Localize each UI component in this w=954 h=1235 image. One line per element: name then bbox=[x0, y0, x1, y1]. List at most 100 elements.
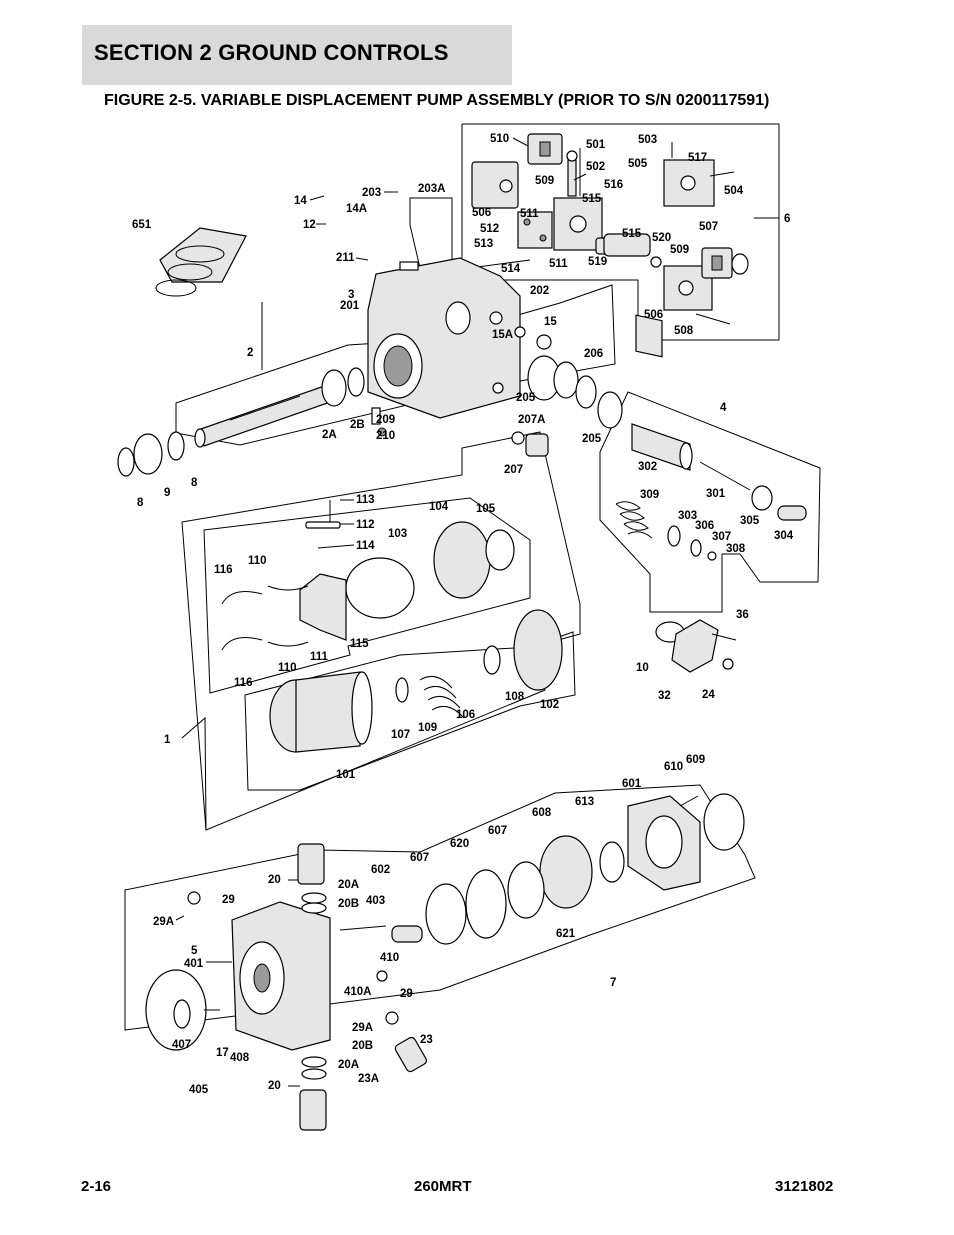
callout: 405 bbox=[189, 1084, 209, 1096]
callout: 103 bbox=[388, 528, 407, 540]
callout: 202 bbox=[530, 285, 549, 297]
callout: 20A bbox=[338, 879, 359, 891]
footer-page-number: 2-16 bbox=[81, 1178, 112, 1195]
callout: 116 bbox=[214, 564, 233, 576]
callout: 307 bbox=[712, 531, 731, 543]
callout: 410A bbox=[344, 986, 372, 998]
callout: 205 bbox=[582, 433, 602, 445]
seal-kit-651 bbox=[155, 227, 247, 297]
callout: 102 bbox=[540, 699, 559, 711]
callout: 10 bbox=[636, 662, 649, 674]
main-housing-201 bbox=[367, 257, 521, 419]
callout: 504 bbox=[724, 185, 744, 197]
footer-model: 260MRT bbox=[414, 1178, 472, 1195]
callout: 305 bbox=[740, 515, 760, 527]
callout: 105 bbox=[476, 503, 496, 515]
callout: 2A bbox=[322, 429, 337, 441]
callout: 410 bbox=[380, 952, 399, 964]
callout: 23A bbox=[358, 1073, 379, 1085]
callout: 519 bbox=[588, 256, 607, 268]
callout: 610 bbox=[664, 761, 683, 773]
callout: 511 bbox=[549, 258, 568, 270]
section-header-bar bbox=[82, 25, 512, 85]
callout: 508 bbox=[674, 325, 694, 337]
drive-shaft-2 bbox=[117, 367, 365, 477]
callout: 104 bbox=[429, 501, 449, 513]
callout: 205 bbox=[516, 392, 536, 404]
rotating-group-1 bbox=[221, 500, 563, 753]
callout: 207A bbox=[518, 414, 546, 426]
callout: 512 bbox=[480, 223, 499, 235]
callout: 110 bbox=[278, 662, 297, 674]
callout: 14A bbox=[346, 203, 367, 215]
callout: 201 bbox=[340, 300, 360, 312]
callout: 2 bbox=[247, 347, 253, 359]
callout: 308 bbox=[726, 543, 746, 555]
front-housing-401 bbox=[145, 843, 428, 1131]
callout: 510 bbox=[490, 133, 509, 145]
callout: 116 bbox=[234, 677, 253, 689]
callout: 302 bbox=[638, 461, 657, 473]
callout: 511 bbox=[520, 208, 539, 220]
callout: 206 bbox=[584, 348, 603, 360]
callout: 403 bbox=[366, 895, 385, 907]
callout: 609 bbox=[686, 754, 705, 766]
callout: 651 bbox=[132, 219, 152, 231]
callout: 20 bbox=[268, 1080, 281, 1092]
callout: 509 bbox=[670, 244, 689, 256]
callout: 113 bbox=[356, 494, 375, 506]
callout: 12 bbox=[303, 219, 316, 231]
callout: 306 bbox=[695, 520, 714, 532]
callout: 507 bbox=[699, 221, 718, 233]
callout: 303 bbox=[678, 510, 697, 522]
callout: 101 bbox=[336, 769, 356, 781]
callout: 29A bbox=[352, 1022, 373, 1034]
callout: 309 bbox=[640, 489, 659, 501]
callout: 506 bbox=[472, 207, 491, 219]
callout: 621 bbox=[556, 928, 576, 940]
callout: 211 bbox=[336, 252, 355, 264]
callout: 620 bbox=[450, 838, 469, 850]
callout: 505 bbox=[628, 158, 648, 170]
callout: 502 bbox=[586, 161, 605, 173]
callout: 112 bbox=[356, 519, 375, 531]
callout: 401 bbox=[184, 958, 204, 970]
callout: 203A bbox=[418, 183, 446, 195]
callout: 608 bbox=[532, 807, 552, 819]
callout: 613 bbox=[575, 796, 594, 808]
callout: 501 bbox=[586, 139, 606, 151]
rear-cover-group-600 bbox=[339, 793, 745, 945]
footer-manual-number: 3121802 bbox=[775, 1178, 834, 1195]
callout: 114 bbox=[356, 540, 375, 552]
callout: 109 bbox=[418, 722, 437, 734]
callout: 108 bbox=[505, 691, 525, 703]
callout: 602 bbox=[371, 864, 390, 876]
callout: 1 bbox=[164, 734, 171, 746]
callout: 513 bbox=[474, 238, 493, 250]
callout: 29A bbox=[153, 916, 174, 928]
callout: 32 bbox=[658, 690, 671, 702]
callout: 15A bbox=[492, 329, 513, 341]
callout: 107 bbox=[391, 729, 410, 741]
callout: 509 bbox=[535, 175, 554, 187]
callout: 23 bbox=[420, 1034, 433, 1046]
callout: 8 bbox=[191, 477, 198, 489]
adapter-group-205 bbox=[371, 326, 623, 457]
callout: 14 bbox=[294, 195, 307, 207]
callout: 29 bbox=[222, 894, 235, 906]
end-cover-32 bbox=[655, 619, 737, 673]
callout: 520 bbox=[652, 232, 671, 244]
callout: 110 bbox=[248, 555, 267, 567]
callout: 516 bbox=[604, 179, 623, 191]
callout: 515 bbox=[622, 228, 642, 240]
section-title: SECTION 2 GROUND CONTROLS bbox=[94, 40, 449, 65]
callout: 20A bbox=[338, 1059, 359, 1071]
callout: 29 bbox=[400, 988, 413, 1000]
callout: 203 bbox=[362, 187, 381, 199]
servo-group-4 bbox=[615, 423, 807, 561]
callout: 7 bbox=[610, 977, 616, 989]
callout: 20B bbox=[352, 1040, 373, 1052]
callout: 207 bbox=[504, 464, 523, 476]
callout: 407 bbox=[172, 1039, 191, 1051]
